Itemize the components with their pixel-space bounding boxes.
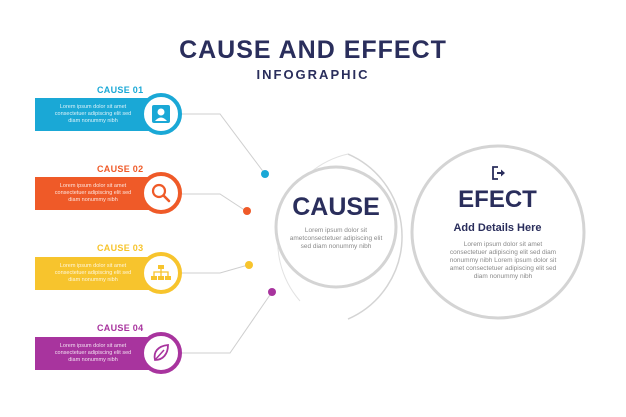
infographic-title: CAUSE AND EFFECT: [179, 36, 447, 64]
cause-04-text: Lorem ipsum dolor sit amet consectetuer …: [54, 343, 132, 363]
effect-text: Lorem ipsum dolor sit amet consectetuer …: [449, 241, 557, 280]
cause-04-label: CAUSE 04: [97, 323, 144, 333]
connector-dot-1: [261, 170, 269, 178]
cause-03-label: CAUSE 03: [97, 243, 144, 253]
infographic-subtitle: INFOGRAPHIC: [256, 67, 370, 82]
cause-center-text: Lorem ipsum dolor sit ametconsectetuer a…: [289, 227, 383, 250]
cause-03-icon-circle: [140, 252, 182, 294]
org-chart-icon: [151, 265, 171, 280]
cause-04-bar: [35, 337, 153, 370]
leaf-icon: [153, 344, 169, 361]
cause-03-bar: [35, 257, 153, 290]
cause-03-text: Lorem ipsum dolor sit amet consectetuer …: [54, 263, 132, 283]
cause-02-label: CAUSE 02: [97, 164, 144, 174]
cause-01-icon-circle: [140, 93, 182, 135]
exit-icon: [491, 165, 507, 186]
magnifier-icon: [151, 183, 171, 203]
effect-title: EFECT: [458, 186, 537, 213]
cause-01-label: CAUSE 01: [97, 85, 144, 95]
cause-01-bar: [35, 98, 153, 131]
connector-dot-2: [243, 207, 251, 215]
effect-subtitle: Add Details Here: [453, 222, 542, 234]
cause-01-text: Lorem ipsum dolor sit amet consectetuer …: [54, 104, 132, 124]
cause-02-bar: [35, 177, 153, 210]
connector-dot-3: [245, 261, 253, 269]
cause-center-title: CAUSE: [292, 193, 380, 221]
cause-02-icon-circle: [140, 172, 182, 214]
cause-04-icon-circle: [140, 332, 182, 374]
user-icon: [152, 105, 170, 123]
connector-dot-4: [268, 288, 276, 296]
cause-02-text: Lorem ipsum dolor sit amet consectetuer …: [54, 183, 132, 203]
